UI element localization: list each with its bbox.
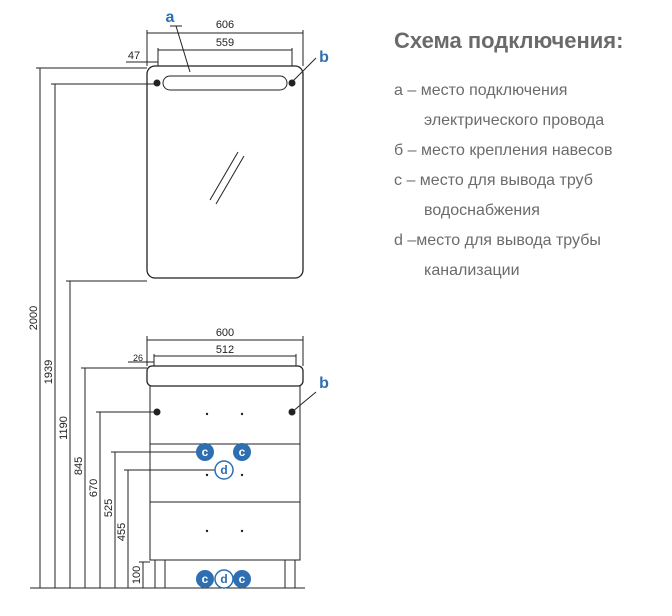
cabinet-lower-drawer bbox=[149, 501, 301, 561]
connection-legend: Схема подключения: a – место подключения… bbox=[394, 28, 664, 286]
water-outlet-marker-bottom bbox=[196, 570, 214, 588]
legend-item-d-line1: d –место для вывода трубы bbox=[394, 232, 601, 249]
cabinet-width-total: 600 bbox=[216, 327, 234, 339]
legend-item-c: c – место для вывода труб водоснабжения bbox=[394, 166, 664, 226]
mirror-glare-2 bbox=[215, 155, 245, 205]
water-outlet-letter: c bbox=[202, 445, 209, 459]
handle-dot bbox=[205, 529, 209, 533]
label-b-cabinet: b bbox=[319, 375, 329, 392]
label-a: a bbox=[166, 9, 175, 26]
label-a-leader bbox=[175, 25, 191, 73]
height-100-label: 100 bbox=[131, 566, 143, 584]
cabinet-top bbox=[146, 365, 304, 387]
mount-dot-mirror-right bbox=[288, 79, 296, 87]
legend-item-a-line2: электрического провода bbox=[424, 112, 605, 129]
mount-dot-mirror-left bbox=[153, 79, 161, 87]
mirror-width-total: 606 bbox=[216, 19, 234, 31]
handle-dot bbox=[240, 412, 244, 416]
handle-dot bbox=[240, 473, 244, 477]
legend-item-c-line2: водоснабжения bbox=[424, 202, 540, 219]
drain-outlet-letter: d bbox=[220, 463, 227, 477]
mirror-offset: 47 bbox=[128, 50, 140, 62]
legend-title: Схема подключения: bbox=[394, 28, 624, 53]
drain-outlet-letter: d bbox=[220, 572, 227, 586]
legend-item-a: a – место подключения электрического про… bbox=[394, 76, 664, 136]
cabinet-width-inner: 512 bbox=[216, 344, 234, 356]
legend-item-d-line2: канализации bbox=[424, 262, 520, 279]
legend-item-b: б – место крепления навесов bbox=[394, 136, 664, 166]
height-670-label: 670 bbox=[88, 479, 100, 497]
mount-dot-cabinet-right bbox=[288, 408, 296, 416]
water-outlet-marker-bottom bbox=[233, 570, 251, 588]
handle-dot bbox=[205, 412, 209, 416]
mount-dot-cabinet-left bbox=[153, 408, 161, 416]
drain-outlet-marker bbox=[214, 460, 234, 480]
height-455-label: 455 bbox=[116, 523, 128, 541]
water-outlet-letter: c bbox=[239, 572, 246, 586]
height-525-label: 525 bbox=[103, 499, 115, 517]
mirror-width-inner: 559 bbox=[216, 37, 234, 49]
legend-item-c-line1: c – место для вывода труб bbox=[394, 172, 593, 189]
handle-dot bbox=[205, 473, 209, 477]
label-b-leader-mirror bbox=[291, 57, 317, 83]
height-1939-label: 1939 bbox=[43, 360, 55, 384]
cabinet-upper-body bbox=[149, 385, 301, 445]
legend-item-b-line1: б – место крепления навесов bbox=[394, 142, 613, 159]
mirror-outline bbox=[146, 65, 304, 279]
mirror-lamp bbox=[162, 75, 288, 91]
cabinet-offset: 26 bbox=[133, 353, 143, 363]
legend-item-a-line1: a – место подключения bbox=[394, 82, 568, 99]
height-1190-label: 1190 bbox=[58, 416, 70, 440]
height-845-label: 845 bbox=[73, 457, 85, 475]
water-outlet-marker bbox=[196, 443, 214, 461]
label-b-mirror: b bbox=[319, 49, 329, 66]
mirror-glare-1 bbox=[209, 151, 239, 201]
handle-dot bbox=[240, 529, 244, 533]
water-outlet-letter: c bbox=[239, 445, 246, 459]
water-outlet-marker bbox=[233, 443, 251, 461]
water-outlet-letter: c bbox=[202, 572, 209, 586]
height-2000-label: 2000 bbox=[28, 306, 40, 330]
legend-item-d: d –место для вывода трубы канализации bbox=[394, 226, 664, 286]
label-b-leader-cabinet bbox=[291, 391, 317, 413]
